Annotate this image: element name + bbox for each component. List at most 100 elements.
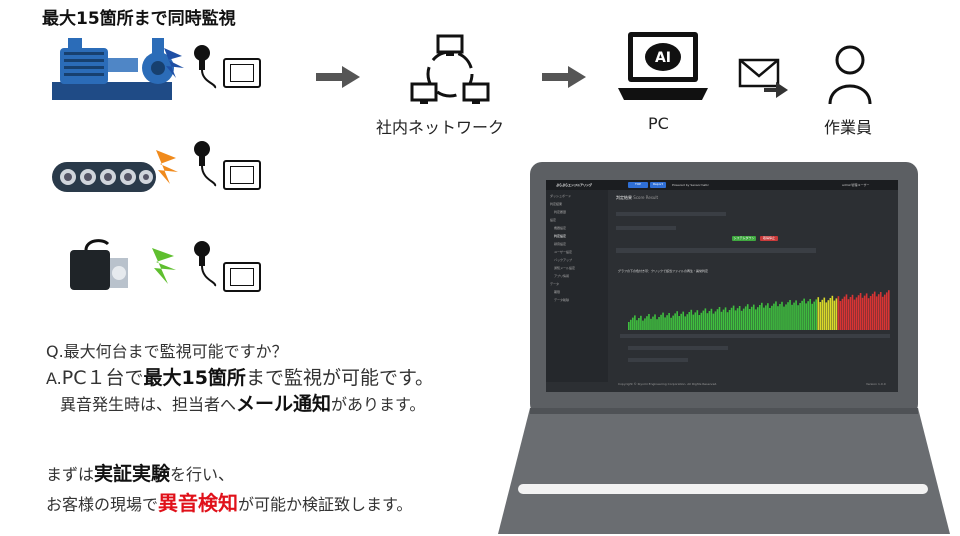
score-bar[interactable] [644, 318, 646, 330]
score-bar[interactable] [759, 305, 761, 330]
score-bar[interactable] [801, 300, 803, 330]
score-bar[interactable] [809, 299, 811, 330]
score-bar[interactable] [692, 314, 695, 330]
score-bar[interactable] [811, 303, 814, 330]
score-bar[interactable] [845, 294, 848, 330]
score-bar[interactable] [742, 308, 745, 330]
score-bar[interactable] [853, 299, 856, 330]
score-bar[interactable] [634, 315, 636, 330]
score-bar[interactable] [722, 309, 725, 330]
score-bar[interactable] [718, 307, 721, 330]
score-bar[interactable] [654, 314, 656, 330]
score-bar[interactable] [841, 298, 844, 330]
score-bar[interactable] [746, 304, 749, 330]
score-bar[interactable] [668, 313, 670, 330]
score-bar[interactable] [849, 297, 852, 330]
score-bar[interactable] [819, 302, 822, 330]
score-bar[interactable] [646, 316, 648, 330]
sidebar-item[interactable]: 判定結果 [550, 202, 563, 206]
score-bar[interactable] [690, 309, 693, 330]
sidebar-item[interactable]: 設定 [550, 218, 557, 222]
score-bar[interactable] [807, 301, 809, 330]
status-button-stop[interactable]: 取得停止 [760, 236, 778, 241]
score-bar[interactable] [694, 312, 697, 330]
score-bar[interactable] [779, 304, 781, 330]
score-bar[interactable] [843, 296, 846, 330]
sidebar-item[interactable]: 判定履歴 [554, 210, 567, 214]
score-bar[interactable] [732, 305, 735, 330]
sidebar-item[interactable]: 通知メール設定 [554, 266, 576, 270]
score-bar[interactable] [789, 300, 791, 330]
score-bar[interactable] [873, 291, 876, 330]
score-bar[interactable] [831, 295, 834, 330]
score-bar[interactable] [740, 310, 743, 330]
score-bar[interactable] [678, 316, 680, 330]
score-bar[interactable] [837, 296, 840, 330]
sidebar-item[interactable]: ユーザー設定 [554, 250, 572, 254]
sidebar-item[interactable]: 録音設定 [554, 242, 567, 246]
score-bar[interactable] [720, 311, 723, 330]
sidebar-item[interactable]: 期限 [554, 290, 561, 294]
tab-top[interactable]: TOP [628, 182, 648, 188]
sidebar-item[interactable]: バックアップ [554, 258, 573, 262]
score-bar[interactable] [835, 298, 838, 330]
score-bar[interactable] [857, 295, 860, 330]
score-bar[interactable] [676, 311, 678, 330]
score-bar[interactable] [761, 302, 763, 330]
sidebar-item[interactable]: 判定設定 [554, 234, 567, 238]
score-bar[interactable] [799, 303, 801, 330]
score-bar[interactable] [827, 300, 830, 330]
score-bar[interactable] [877, 294, 880, 330]
score-bar[interactable] [628, 322, 630, 330]
score-bar[interactable] [865, 293, 868, 330]
score-bar[interactable] [859, 293, 862, 330]
score-bar[interactable] [752, 304, 755, 330]
score-bar[interactable] [885, 292, 888, 330]
score-bar[interactable] [750, 306, 753, 330]
sidebar-item[interactable]: ダッシュボード [550, 194, 572, 198]
user-name[interactable]: admin管理ユーザー [842, 183, 870, 187]
score-bar[interactable] [855, 297, 858, 330]
score-bar[interactable] [775, 301, 777, 330]
score-bar[interactable] [879, 292, 882, 330]
score-bar[interactable] [642, 320, 644, 330]
score-bar[interactable] [781, 301, 783, 330]
score-bar[interactable] [638, 318, 640, 330]
score-bar[interactable] [867, 298, 870, 330]
filter-row[interactable] [616, 226, 676, 230]
option-row[interactable] [628, 358, 688, 362]
score-bar[interactable] [754, 309, 757, 330]
score-bar[interactable] [658, 317, 660, 330]
score-bar[interactable] [817, 297, 820, 330]
status-button-system[interactable]: システムダウン [732, 236, 756, 241]
score-bar[interactable] [696, 310, 699, 330]
score-bar[interactable] [736, 308, 739, 330]
score-bar[interactable] [861, 297, 864, 330]
score-bar[interactable] [716, 309, 719, 330]
score-bar[interactable] [738, 306, 741, 330]
score-bar[interactable] [744, 306, 747, 330]
score-bar[interactable] [797, 305, 799, 330]
score-bar[interactable] [771, 305, 773, 330]
score-bar[interactable] [773, 303, 775, 330]
score-bar[interactable] [648, 314, 650, 330]
score-bar[interactable] [710, 308, 713, 330]
score-bar[interactable] [803, 298, 805, 330]
score-bar[interactable] [636, 320, 638, 330]
score-bar[interactable] [656, 319, 658, 330]
score-bar[interactable] [728, 310, 731, 330]
score-bar[interactable] [777, 306, 779, 330]
score-bar[interactable] [783, 306, 785, 330]
score-bar[interactable] [825, 302, 828, 330]
score-bar[interactable] [704, 308, 707, 330]
score-bar[interactable] [684, 316, 687, 330]
score-bar[interactable] [688, 312, 691, 330]
score-bar[interactable] [702, 310, 705, 330]
score-bar[interactable] [698, 315, 701, 330]
score-bar[interactable] [730, 307, 733, 330]
score-bar[interactable] [748, 309, 751, 330]
score-bar[interactable] [666, 315, 668, 330]
score-bar[interactable] [883, 294, 886, 330]
score-bar[interactable] [765, 305, 767, 330]
score-bar[interactable] [821, 299, 824, 330]
